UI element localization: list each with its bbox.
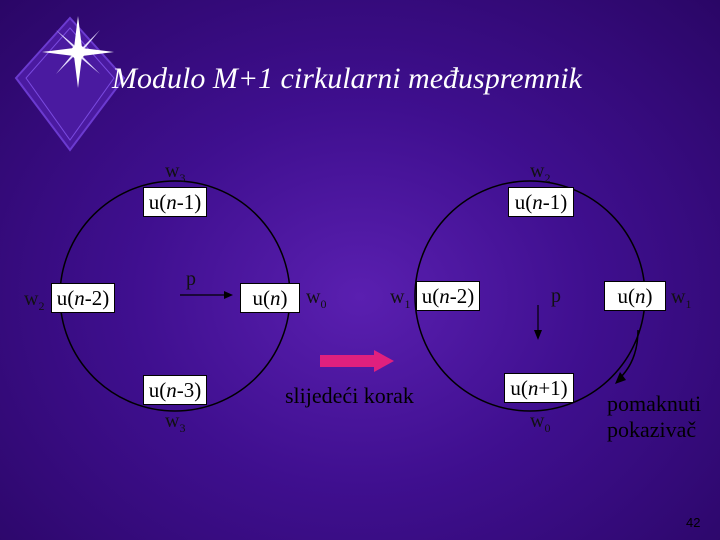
left-pointer-label: p xyxy=(186,268,196,290)
pointer-caption-line2: pokazivač xyxy=(607,417,697,442)
left-label-bottom: w3 xyxy=(165,410,186,435)
left-box-top: u(n-1) xyxy=(143,187,207,217)
right-box-top: u(n-1) xyxy=(508,187,574,217)
left-box-right: u(n) xyxy=(240,283,300,313)
page-title: Modulo M+1 cirkularni međuspremnik xyxy=(112,62,582,95)
right-label-left: w1 xyxy=(390,286,411,311)
right-box-right: u(n) xyxy=(604,281,666,311)
right-box-left: u(n-2) xyxy=(416,281,480,311)
step-caption: slijedeći korak xyxy=(285,383,414,408)
left-label-right: w0 xyxy=(306,286,327,311)
step-arrow-icon xyxy=(320,350,394,372)
right-pointer-label: p xyxy=(551,285,561,307)
right-label-right: w1 xyxy=(671,286,692,311)
left-box-left: u(n-2) xyxy=(51,283,115,313)
page-number: 42 xyxy=(686,515,701,530)
left-label-left: w2 xyxy=(24,288,45,313)
left-label-top: w3 xyxy=(165,160,186,185)
pointer-caption-line1: pomaknuti xyxy=(607,391,702,416)
star-logo-icon xyxy=(14,16,126,152)
right-label-top: w2 xyxy=(530,160,551,185)
left-box-bottom: u(n-3) xyxy=(143,375,207,405)
right-label-bottom: w0 xyxy=(530,410,551,435)
right-box-bottom: u(n+1) xyxy=(504,373,574,403)
pointer-move-arrow xyxy=(619,329,639,379)
